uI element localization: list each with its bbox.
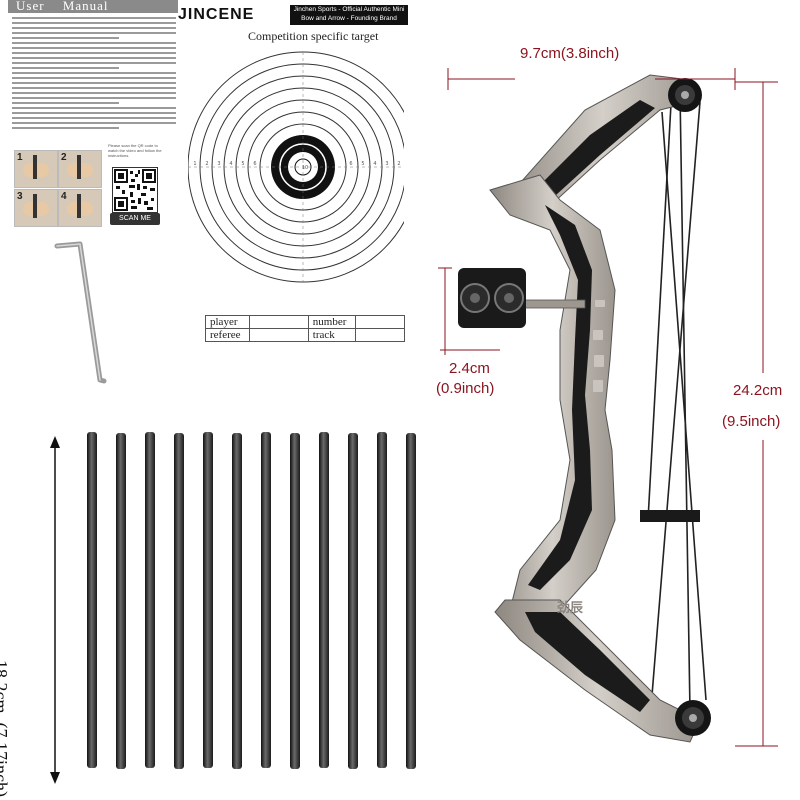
bow-height-label-inch: (9.5inch) (722, 413, 781, 430)
brand-logo: JINCENE (178, 6, 255, 23)
arrow-rest-sight (458, 268, 586, 328)
length-arrow-top-icon (50, 436, 60, 448)
arrow-shaft (174, 433, 184, 769)
score-table: player number referee track (205, 315, 405, 342)
ring-number: 1 (193, 161, 196, 167)
ring-number: 2 (205, 161, 208, 167)
upper-limb (504, 74, 701, 216)
instruction-photo: 4 (58, 189, 102, 227)
upper-limb-inlay (530, 100, 655, 205)
referee-label: referee (205, 328, 250, 342)
ring-number: 4 (229, 161, 232, 167)
sight-width-label-inch: (0.9inch) (436, 380, 495, 397)
bow-riser (489, 174, 616, 611)
ring-number: 3 (385, 161, 388, 167)
arrow-shaft (116, 433, 126, 769)
instruction-photo: 2 (58, 150, 102, 188)
arrow-shaft (290, 433, 300, 769)
user-manual: User Manual 1 2 3 4 Please scan the QR c… (8, 0, 178, 232)
bow-width-label: 9.7cm(3.8inch) (520, 45, 620, 62)
ring-number: 5 (361, 161, 364, 167)
ring-number: 2 (397, 161, 400, 167)
bow-height-label-cm: 24.2cm (733, 382, 783, 399)
ring-number: 6 (349, 161, 352, 167)
center-ring-number: 10 (302, 165, 308, 171)
ring-number: 4 (373, 161, 376, 167)
arrow-shaft (261, 432, 271, 768)
arrow-shaft (406, 433, 416, 769)
instruction-photos: 1 2 3 4 (14, 150, 102, 228)
ring-number: 3 (217, 161, 220, 167)
riser-inlay (528, 205, 592, 590)
manual-header-bar: User Manual (8, 0, 178, 13)
arrow-shaft (348, 433, 358, 769)
arrow-shaft (319, 432, 329, 768)
target-sheet: JINCENE Jinchen Sports - Official Authen… (178, 0, 414, 355)
arrow-shaft (232, 433, 242, 769)
archery-target: 1 2 3 4 5 6 1 2 3 4 5 6 10 (188, 51, 404, 283)
limb-logo: 劲辰 (557, 600, 584, 616)
manual-text-block (12, 17, 176, 132)
arrow-shaft (203, 432, 213, 768)
arrow-shaft (377, 432, 387, 768)
ring-number: 6 (253, 161, 256, 167)
lower-limb-inlay (525, 612, 650, 712)
target-title: Competition specific target (248, 29, 379, 43)
number-label: number (307, 315, 357, 329)
qr-code-icon (112, 167, 158, 213)
bow-strings (647, 85, 707, 721)
ring-number: 5 (241, 161, 244, 167)
length-arrow-bottom-icon (50, 772, 60, 784)
lower-cam-icon (675, 700, 711, 736)
manual-title: User Manual (16, 0, 109, 13)
player-label: player (205, 315, 250, 329)
brand-banner: Jinchen Sports - Official Authentic Mini… (290, 5, 408, 25)
track-label: track (307, 328, 357, 342)
instruction-photo: 1 (14, 150, 58, 188)
arrow-shaft (145, 432, 155, 768)
qr-caption: Please scan the QR code to watch the vid… (108, 143, 162, 158)
lower-limb (494, 599, 701, 743)
scan-me-badge: SCAN ME (110, 213, 160, 225)
upper-cam-icon (668, 78, 702, 112)
arrow-shaft (87, 432, 97, 768)
instruction-photo: 3 (14, 189, 58, 227)
bow-dimension-lines (438, 68, 778, 747)
sight-width-label-cm: 2.4cm (449, 360, 490, 377)
cable-guard (640, 510, 700, 522)
